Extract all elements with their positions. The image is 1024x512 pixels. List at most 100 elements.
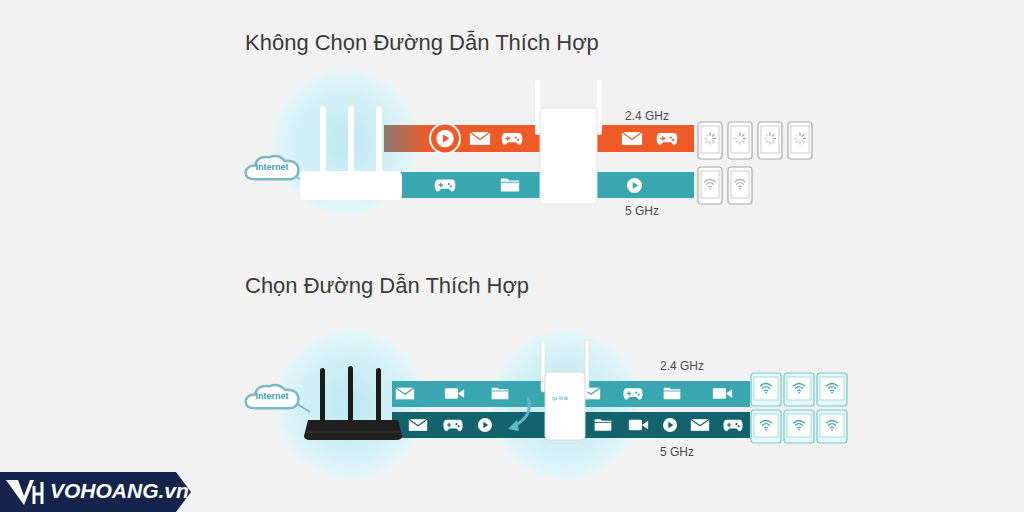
loading-phones xyxy=(734,133,745,144)
range-extender xyxy=(545,372,585,440)
smart-phones xyxy=(817,373,847,406)
range-extender xyxy=(535,80,602,204)
smart-phones xyxy=(826,421,837,431)
router-black xyxy=(348,366,353,423)
band-2-4ghz xyxy=(384,125,430,152)
path-switch-arrow xyxy=(508,420,519,431)
router-white xyxy=(376,106,382,176)
watermark-banner xyxy=(0,472,191,512)
connected-phones xyxy=(734,180,745,190)
traffic-icons xyxy=(492,388,509,400)
band-label: 2.4 GHz xyxy=(625,110,669,124)
loading-phones xyxy=(728,122,752,159)
router-black xyxy=(304,420,402,440)
smart-phones xyxy=(751,373,781,406)
loading-phones xyxy=(788,122,812,159)
smart-phones xyxy=(784,373,814,406)
smart-phones xyxy=(826,384,837,394)
traffic-icons xyxy=(445,388,464,399)
connected-phones xyxy=(704,180,715,190)
traffic-icons xyxy=(470,132,490,145)
traffic-icons xyxy=(657,133,678,145)
traffic-icons xyxy=(443,420,462,431)
internet-wire xyxy=(297,404,310,412)
traffic-icons xyxy=(430,124,460,154)
traffic-icons xyxy=(663,418,677,432)
smart-phones xyxy=(820,414,844,437)
loading-phones xyxy=(758,122,782,159)
node-text: Internet xyxy=(244,153,300,173)
traffic-icons xyxy=(478,418,492,432)
connected-phones xyxy=(728,167,752,204)
connected-phones xyxy=(698,167,752,204)
connected-phones xyxy=(698,167,722,204)
loading-phones xyxy=(704,133,715,144)
path-switch-arrow xyxy=(508,397,529,431)
smart-phones xyxy=(751,373,847,443)
section-title: Không Chọn Đường Dẫn Thích Hợp xyxy=(245,30,599,55)
traffic-icons xyxy=(622,132,642,145)
range-extender xyxy=(541,340,545,392)
loading-phones xyxy=(791,126,809,153)
band-label: 5 GHz xyxy=(660,446,694,460)
band-label: 5 GHz xyxy=(625,205,659,219)
router-black xyxy=(320,368,325,423)
loading-phones xyxy=(761,126,779,153)
traffic-icons xyxy=(713,388,732,399)
loading-phones xyxy=(728,122,752,159)
node-text: Internet xyxy=(244,382,300,402)
loading-phones xyxy=(701,126,719,153)
smart-phones xyxy=(793,384,804,394)
loading-phones xyxy=(731,126,749,153)
watermark-banner xyxy=(0,472,191,512)
range-extender xyxy=(535,80,540,135)
smart-phones xyxy=(820,377,844,400)
connected-phones xyxy=(731,171,749,198)
connected-phones xyxy=(728,167,752,204)
section-title: Chọn Đường Dẫn Thích Hợp xyxy=(245,273,529,298)
smart-phones xyxy=(760,384,771,394)
internet-cloud: Internet xyxy=(244,382,300,410)
loading-phones xyxy=(794,133,805,144)
router-white xyxy=(348,106,354,176)
smart-phones xyxy=(817,410,847,443)
smart-phones xyxy=(784,373,814,406)
router-white xyxy=(300,106,402,200)
traffic-icons xyxy=(595,419,612,431)
traffic-icons xyxy=(623,388,642,399)
traffic-icons xyxy=(409,419,427,431)
range-extender xyxy=(585,340,589,392)
router-black xyxy=(306,432,400,433)
smart-phones xyxy=(754,414,778,437)
traffic-icons xyxy=(396,388,414,400)
watermark-banner xyxy=(34,482,42,504)
loading-phones xyxy=(764,133,775,144)
loading-phones xyxy=(788,122,812,159)
smart-phones xyxy=(751,410,781,443)
connected-phones xyxy=(698,167,722,204)
watermark: VOHOANG.vn xyxy=(50,479,189,503)
watermark-banner xyxy=(6,480,34,505)
router-black xyxy=(304,366,402,440)
internet-cloud: Internet xyxy=(244,153,300,181)
traffic-icons xyxy=(723,420,742,431)
band-label: 2.4 GHz xyxy=(660,360,704,374)
traffic-icons xyxy=(502,133,523,145)
loading-phones xyxy=(698,122,722,159)
traffic-icons xyxy=(627,178,642,193)
smart-phones xyxy=(754,377,778,400)
router-white xyxy=(320,106,326,176)
connected-phones xyxy=(701,171,719,198)
range-extender xyxy=(540,108,597,204)
smart-phones xyxy=(817,373,847,406)
range-extender xyxy=(597,80,602,135)
smart-phones xyxy=(787,414,811,437)
smart-phones xyxy=(751,373,781,406)
router-white xyxy=(300,171,402,200)
router-black xyxy=(376,368,381,423)
smart-phones xyxy=(793,421,804,431)
traffic-icons xyxy=(691,419,709,431)
loading-phones xyxy=(698,122,722,159)
traffic-icons xyxy=(436,130,454,148)
